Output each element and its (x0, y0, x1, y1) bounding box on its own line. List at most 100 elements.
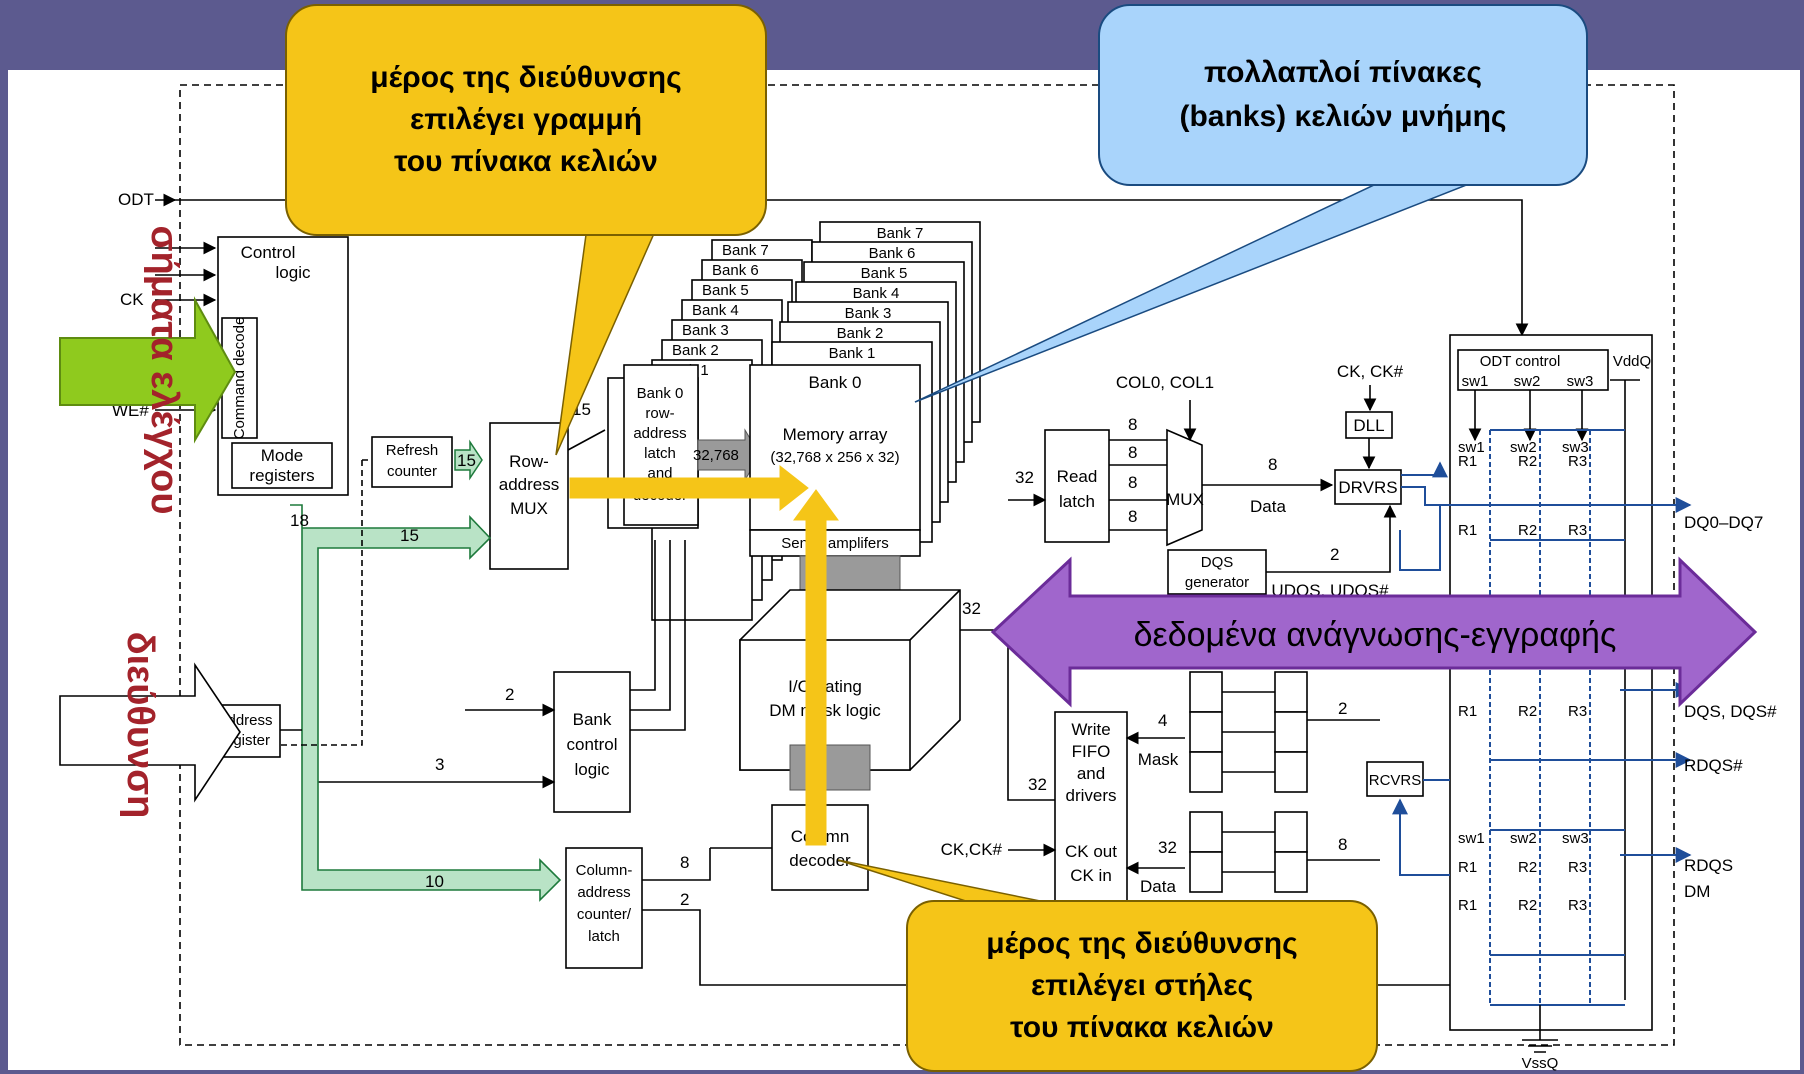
control-logic-label-1: Control (241, 243, 296, 262)
rcvrs-label: RCVRS (1369, 772, 1422, 789)
row-stack-bank3: Bank 3 (682, 322, 729, 339)
write-fifo-label-6: CK out (1065, 842, 1117, 861)
callout-row-select: μέρος της διεύθυνσης επιλέγει γραμμή του… (285, 4, 767, 236)
callout-banks-line-2: (banks) κελιών μνήμης (1179, 100, 1507, 133)
mem-stack-bank6: Bank 6 (869, 245, 916, 262)
bus-width-col-10: 10 (425, 872, 444, 891)
memory-array-label-3: (32,768 x 256 x 32) (770, 449, 899, 466)
callout-column-line-3: του πίνακα κελιών (1010, 1011, 1274, 1044)
yellow-arrow-column (793, 489, 839, 846)
odt-control-block (1457, 349, 1609, 391)
drvrs-block (1334, 469, 1402, 505)
bus-width-io-32: 32 (962, 599, 981, 618)
row-stack-bank7: Bank 7 (722, 242, 769, 259)
odt-sw3-label: sw3 (1567, 373, 1594, 390)
bus-width-r8b: 8 (1128, 443, 1137, 462)
mode-registers-label-2: registers (249, 466, 314, 485)
address-input-arrow (59, 662, 241, 803)
odt-sw1-a: sw1 (1458, 439, 1485, 456)
odt-sw2-a: sw2 (1510, 439, 1537, 456)
odt-outer-block (1449, 334, 1653, 1031)
command-decode-label: Command decode (231, 317, 248, 440)
row-latch-label-2: row- (645, 405, 674, 422)
bus-width-col-8: 8 (680, 853, 689, 872)
odt-sw3-d: sw3 (1562, 830, 1589, 847)
odt-r3-c: R3 (1568, 703, 1587, 720)
callout-row-line-2: επιλέγει γραμμή (409, 103, 643, 136)
bus-width-row-15: 15 (400, 526, 419, 545)
row-stack-bank2: Bank 2 (672, 342, 719, 359)
refresh-counter-label-1: Refresh (386, 442, 439, 459)
row-stack-bank6: Bank 6 (712, 262, 759, 279)
row-stack-bank5: Bank 5 (702, 282, 749, 299)
bank-control-logic-block (553, 671, 631, 813)
mem-stack-bank1: Bank 1 (829, 345, 876, 362)
odt-r1-e: R1 (1458, 897, 1477, 914)
odt-r1-d: R1 (1458, 859, 1477, 876)
memory-array-label-2: Memory array (783, 425, 888, 444)
pin-ck: CK (120, 290, 144, 309)
bus-width-rcv-8: 8 (1338, 835, 1347, 854)
bus-width-data-8: 8 (1268, 455, 1277, 474)
callout-column-select: μέρος της διεύθυνσης επιλέγει στήλες του… (906, 900, 1378, 1072)
mode-registers-block (231, 442, 333, 489)
callout-banks: πολλαπλοί πίνακες (banks) κελιών μνήμης (1098, 4, 1588, 186)
bus-width-dqs-2: 2 (1330, 545, 1339, 564)
memory-array-label-1: Bank 0 (809, 373, 862, 392)
pin-odt: ODT (118, 190, 154, 209)
odt-r1-a: R1 (1458, 453, 1477, 470)
write-fifo-label-4: drivers (1065, 786, 1116, 805)
column-decoder-label-2: decoder (789, 851, 851, 870)
bus-width-bank-2: 2 (505, 685, 514, 704)
ck-label-top: CK, CK# (1337, 362, 1404, 381)
dll-label: DLL (1353, 416, 1384, 435)
odt-sw1-label: sw1 (1462, 373, 1489, 390)
odt-r2-e: R2 (1518, 897, 1537, 914)
row-address-mux-block (489, 422, 569, 570)
row-latch-label-3: address (633, 425, 686, 442)
data-label-read: Data (1250, 497, 1286, 516)
write-fifo-label-3: and (1077, 764, 1105, 783)
rdqs-n-pin-label: RDQS# (1684, 756, 1743, 775)
refresh-counter-block (371, 436, 453, 488)
mem-stack-bank4: Bank 4 (853, 285, 900, 302)
odt-r3-b: R3 (1568, 522, 1587, 539)
refresh-counter-label-2: counter (387, 463, 437, 480)
odt-sw2-label: sw2 (1514, 373, 1541, 390)
row-mux-label-1: Row- (509, 452, 549, 471)
vddq-label: VddQ (1613, 353, 1651, 370)
write-fifo-label-2: FIFO (1072, 742, 1111, 761)
odt-r1-b: R1 (1458, 522, 1477, 539)
sense-amplifiers-label: Sense amplifers (781, 535, 889, 552)
bus-width-bank-3: 3 (435, 755, 444, 774)
bus-width-write-data-32: 32 (1158, 838, 1177, 857)
bank-control-label-3: logic (575, 760, 610, 779)
bank-control-label-2: control (566, 735, 617, 754)
callout-column-line-1: μέρος της διεύθυνσης (986, 927, 1298, 960)
odt-r2-a: R2 (1518, 453, 1537, 470)
mem-stack-bank7: Bank 7 (877, 225, 924, 242)
bus-width-18: 18 (290, 511, 309, 530)
callout-column-line-2: επιλέγει στήλες (1030, 969, 1254, 1002)
dqs-gen-label-2: generator (1185, 574, 1249, 591)
control-input-arrow (59, 296, 237, 444)
mem-stack-bank3: Bank 3 (845, 305, 892, 322)
ck-label-write: CK,CK# (941, 840, 1003, 859)
bus-width-mask-4: 4 (1158, 711, 1167, 730)
callout-row-line-1: μέρος της διεύθυνσης (370, 61, 682, 94)
address-label: διεύθυνση (119, 632, 161, 819)
odt-control-label: ODT control (1480, 353, 1561, 370)
callout-row-line-3: του πίνακα κελιών (394, 145, 658, 178)
read-write-data-arrow (990, 556, 1758, 708)
column-counter-label-2: address (577, 884, 630, 901)
dqs-pin-label: DQS, DQS# (1684, 702, 1777, 721)
bus-width-r8a: 8 (1128, 415, 1137, 434)
column-address-counter-block (565, 847, 643, 969)
data-label-write: Data (1140, 877, 1176, 896)
callout-banks-line-1: πολλαπλοί πίνακες (1203, 56, 1483, 89)
dm-pin-label: DM (1684, 882, 1710, 901)
mux-label: MUX (1166, 490, 1204, 509)
bus-width-rcv-2: 2 (1338, 699, 1347, 718)
column-counter-label-4: latch (588, 928, 620, 945)
